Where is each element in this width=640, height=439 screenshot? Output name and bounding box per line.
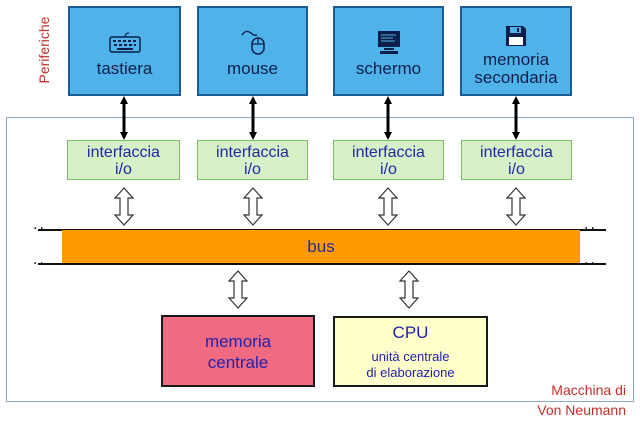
interface-io-mouse: interfaccia i/o	[197, 140, 308, 180]
interface-bus-arrow-4	[506, 187, 526, 226]
bus-memory-arrow	[228, 270, 248, 309]
bus-dots-bottom-right: ··	[584, 256, 597, 272]
peripheral-secondary-memory: memoria secondaria	[460, 6, 572, 96]
bus-bottom-line	[38, 263, 606, 265]
interface-label-4: interfaccia	[480, 144, 553, 161]
bus-cpu-arrow	[399, 270, 419, 309]
system-bus: bus	[62, 230, 580, 263]
interface-label-2: interfaccia	[216, 144, 289, 161]
interface-bus-arrow-1	[114, 187, 134, 226]
interface-sublabel-2: i/o	[244, 161, 261, 178]
interface-io-keyboard: interfaccia i/o	[67, 140, 180, 180]
peripheral-keyboard-label: tastiera	[96, 59, 153, 78]
interface-label-3: interfaccia	[352, 144, 425, 161]
interface-io-secondary-memory: interfaccia i/o	[461, 140, 572, 180]
main-memory-label-2: centrale	[207, 353, 269, 372]
von-neumann-machine-frame	[6, 117, 634, 402]
interface-sublabel-1: i/o	[115, 161, 132, 178]
bus-label: bus	[307, 237, 335, 256]
peripheral-mouse: mouse	[197, 6, 308, 96]
bus-dots-bottom-left: ··	[33, 256, 46, 272]
cpu-subtitle-1: unità centrale	[371, 349, 450, 364]
mouse-icon	[240, 30, 265, 55]
interface-label-1: interfaccia	[87, 144, 160, 161]
machine-label-line-2: Von Neumann	[537, 402, 626, 418]
cpu-subtitle-2: di elaborazione	[366, 365, 455, 380]
cpu-title: CPU	[392, 323, 429, 342]
floppy-disk-icon	[506, 26, 526, 46]
peripheral-monitor-label: schermo	[355, 59, 422, 78]
machine-label: Macchina di Von Neumann	[496, 380, 626, 420]
peripheral-keyboard: tastiera	[68, 6, 181, 96]
main-memory: memoria centrale	[161, 315, 315, 387]
interface-bus-arrow-3	[378, 187, 398, 226]
peripheral-secondary-memory-label-2: secondaria	[474, 68, 558, 87]
cpu-box: CPU unità centrale di elaborazione	[333, 316, 488, 387]
interface-bus-arrow-2	[243, 187, 263, 226]
interface-io-monitor: interfaccia i/o	[333, 140, 444, 180]
bus-dots-top-right: ··	[584, 221, 597, 237]
peripheral-secondary-memory-label-1: memoria	[482, 50, 550, 69]
interface-sublabel-3: i/o	[380, 161, 397, 178]
monitor-icon	[377, 31, 400, 54]
main-memory-label-1: memoria	[204, 332, 272, 351]
peripheral-monitor: schermo	[333, 6, 444, 96]
keyboard-icon	[108, 32, 141, 53]
peripheral-mouse-label: mouse	[226, 59, 279, 78]
interface-sublabel-4: i/o	[508, 161, 525, 178]
machine-label-line-1: Macchina di	[551, 382, 626, 398]
bus-dots-top-left: ··	[33, 221, 46, 237]
